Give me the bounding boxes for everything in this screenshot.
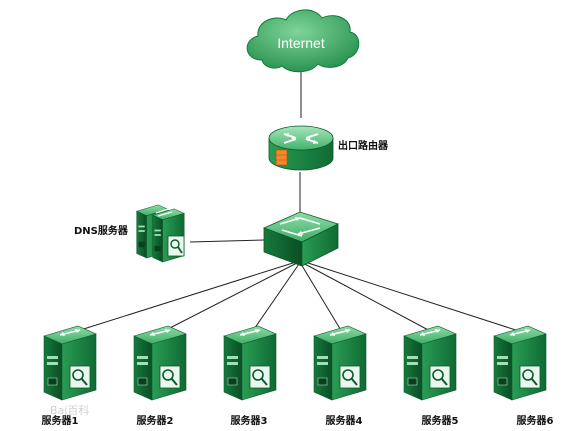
server-3: 服务器3 [223,325,277,427]
internet-label: Internet [277,35,325,51]
link-switch-server3 [251,263,300,333]
link-switch-server2 [161,262,298,333]
server-3-label: 服务器3 [231,414,268,427]
router: 出口路由器 [268,125,389,171]
cloud-icon [246,9,360,73]
link-dns-switch [189,239,265,243]
link-switch-server6 [304,261,523,333]
server-2: 服务器2 [133,325,187,427]
router-label: 出口路由器 [338,139,389,152]
server-5: 服务器5 [403,325,459,427]
server-6: 服务器6 [493,325,554,427]
router-arrows-icon [283,133,319,144]
link-switch-server1 [73,261,297,333]
server-4-label: 服务器4 [326,414,363,427]
dns-server: DNS服务器 [74,204,185,263]
server-6-label: 服务器6 [517,414,554,427]
router-panel-icon [275,149,288,166]
link-switch-server5 [302,262,433,333]
server-row: 服务器1 服务器2 服务器3 服务器4 服务器5 服务器6 [42,325,554,427]
switch [262,211,340,267]
watermark: Bai百科 [50,403,89,417]
dns-label: DNS服务器 [74,224,129,237]
switch-arrows-icon [279,217,321,237]
server-4: 服务器4 [313,325,367,427]
internet-cloud: Internet [246,9,360,73]
server-5-label: 服务器5 [422,414,459,427]
server-2-label: 服务器2 [137,414,174,427]
connection-lines [73,68,523,333]
link-switch-server4 [300,263,343,333]
dns-arrows-icon [155,207,173,217]
server-1-label: 服务器1 [42,414,79,427]
server-1: 服务器1 [42,325,97,427]
